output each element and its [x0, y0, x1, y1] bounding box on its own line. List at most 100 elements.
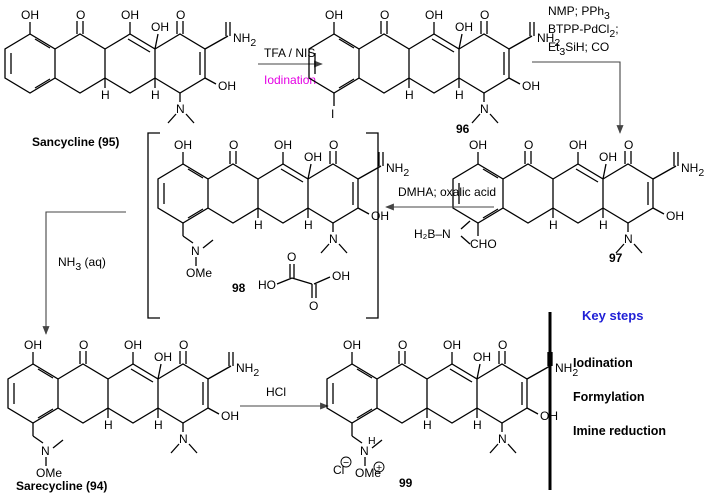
reagent-nmp: NMP; PPh3 — [548, 4, 610, 22]
bracket-left — [147, 132, 160, 319]
atom-oh: OH — [569, 138, 587, 152]
charge-minus: − — [343, 457, 349, 469]
arrow-ammonia — [42, 211, 126, 335]
borane-me-bond — [460, 220, 471, 230]
atom-o: O — [624, 138, 633, 152]
atom-o: O — [329, 138, 338, 152]
atom-oh: OH — [332, 269, 350, 283]
charge-plus: + — [376, 462, 382, 474]
label-98: 98 — [232, 281, 246, 295]
atom-oh: OH — [425, 8, 443, 22]
label-sancycline: Sancycline (95) — [32, 135, 119, 149]
atom-o: O — [498, 338, 507, 352]
atom-n: N — [624, 232, 633, 246]
atom-h: H — [304, 218, 313, 232]
key-step-item: Formylation — [573, 390, 645, 404]
atom-oh: OH — [473, 350, 491, 364]
atom-oh: OH — [21, 8, 39, 22]
atom-ho: HO — [258, 278, 276, 292]
compound-99: N H OMe + Cl − OH O OH OH O NH2 OH H H N — [326, 338, 578, 480]
atom-nh2: NH2 — [681, 161, 704, 179]
atom-oh: OH — [455, 20, 473, 34]
atom-h: H — [423, 418, 432, 432]
atom-oh: OH — [24, 338, 42, 352]
atom-n: N — [191, 244, 200, 258]
atom-h: H — [101, 88, 110, 102]
reagent-nh3: NH3 (aq) — [58, 255, 106, 273]
atom-iodine: I — [331, 107, 334, 121]
atom-oh: OH — [121, 8, 139, 22]
atom-n: N — [360, 444, 369, 458]
atom-h: H — [455, 88, 464, 102]
reagent-hcl: HCl — [266, 385, 286, 399]
atom-oh: OH — [325, 8, 343, 22]
atom-o: O — [179, 338, 188, 352]
atom-oh: OH — [274, 138, 292, 152]
atom-o: O — [229, 138, 238, 152]
atom-nh2: NH2 — [233, 31, 256, 49]
atom-n: N — [179, 432, 188, 446]
atom-h: H — [368, 435, 376, 447]
atom-o: O — [524, 138, 533, 152]
atom-oh: OH — [599, 150, 617, 164]
key-steps-title: Key steps — [582, 308, 643, 323]
atom-cho: CHO — [470, 237, 497, 251]
compound-96: I OH O OH OH O NH2 OH H H N — [308, 8, 560, 124]
atom-n: N — [41, 444, 50, 458]
atom-nh2: NH2 — [236, 361, 259, 379]
label-96: 96 — [456, 122, 470, 136]
atom-n: N — [480, 102, 489, 116]
atom-n: N — [176, 102, 185, 116]
atom-o: O — [176, 8, 185, 22]
atom-nh2: NH2 — [555, 361, 578, 379]
atom-o: O — [398, 338, 407, 352]
atom-oh: OH — [174, 138, 192, 152]
key-step-item: Imine reduction — [573, 424, 666, 438]
atom-oh: OH — [666, 209, 684, 223]
reagent-borane: H₂B–N — [414, 227, 451, 241]
borane-me-bond — [460, 235, 471, 245]
atom-oh: OH — [221, 409, 239, 423]
plus-charge-circle — [373, 461, 385, 473]
atom-h: H — [104, 418, 113, 432]
label-99: 99 — [399, 476, 413, 490]
atom-ome: OMe — [186, 266, 212, 280]
atom-ome: OMe — [36, 466, 62, 480]
reagent-et3sih: Et3SiH; CO — [548, 40, 609, 58]
atom-nh2: NH2 — [537, 31, 560, 49]
compound-97: CHO OH O OH OH O NH2 OH H H N — [452, 138, 704, 254]
atom-oh: OH — [443, 338, 461, 352]
arrow-formylation — [532, 61, 624, 134]
atom-chloride: Cl — [333, 463, 344, 477]
key-step-item: Iodination — [573, 356, 633, 370]
atom-oh: OH — [469, 138, 487, 152]
minus-charge-circle — [340, 456, 352, 468]
atom-o: O — [480, 8, 489, 22]
atom-h: H — [473, 418, 482, 432]
label-97: 97 — [609, 251, 623, 265]
bracket-right — [366, 132, 379, 319]
atom-h: H — [405, 88, 414, 102]
atom-h: H — [549, 218, 558, 232]
label-sarecycline: Sarecycline (94) — [16, 479, 107, 493]
atom-h: H — [599, 218, 608, 232]
reagent-btpp: BTPP-PdCl2; — [548, 22, 619, 40]
reagent-tfa-nis: TFA / NIS — [264, 46, 315, 60]
atom-oh: OH — [343, 338, 361, 352]
atom-oh: OH — [304, 150, 322, 164]
compound-95: OH O OH OH O NH2 OH H H N — [4, 8, 256, 124]
atom-h: H — [154, 418, 163, 432]
atom-oh: OH — [522, 79, 540, 93]
atom-oh: OH — [154, 350, 172, 364]
note-iodination: Iodination — [264, 73, 316, 87]
compound-94: N OMe OH O OH OH O NH2 OH H H N — [7, 338, 259, 480]
atom-o: O — [380, 8, 389, 22]
atom-nh2: NH2 — [386, 161, 409, 179]
atom-o: O — [309, 299, 318, 313]
atom-h: H — [151, 88, 160, 102]
atom-n: N — [329, 232, 338, 246]
atom-oh: OH — [371, 209, 389, 223]
compound-98: N OMe OH O OH OH O NH2 OH H H N — [157, 138, 409, 280]
atom-n: N — [498, 432, 507, 446]
